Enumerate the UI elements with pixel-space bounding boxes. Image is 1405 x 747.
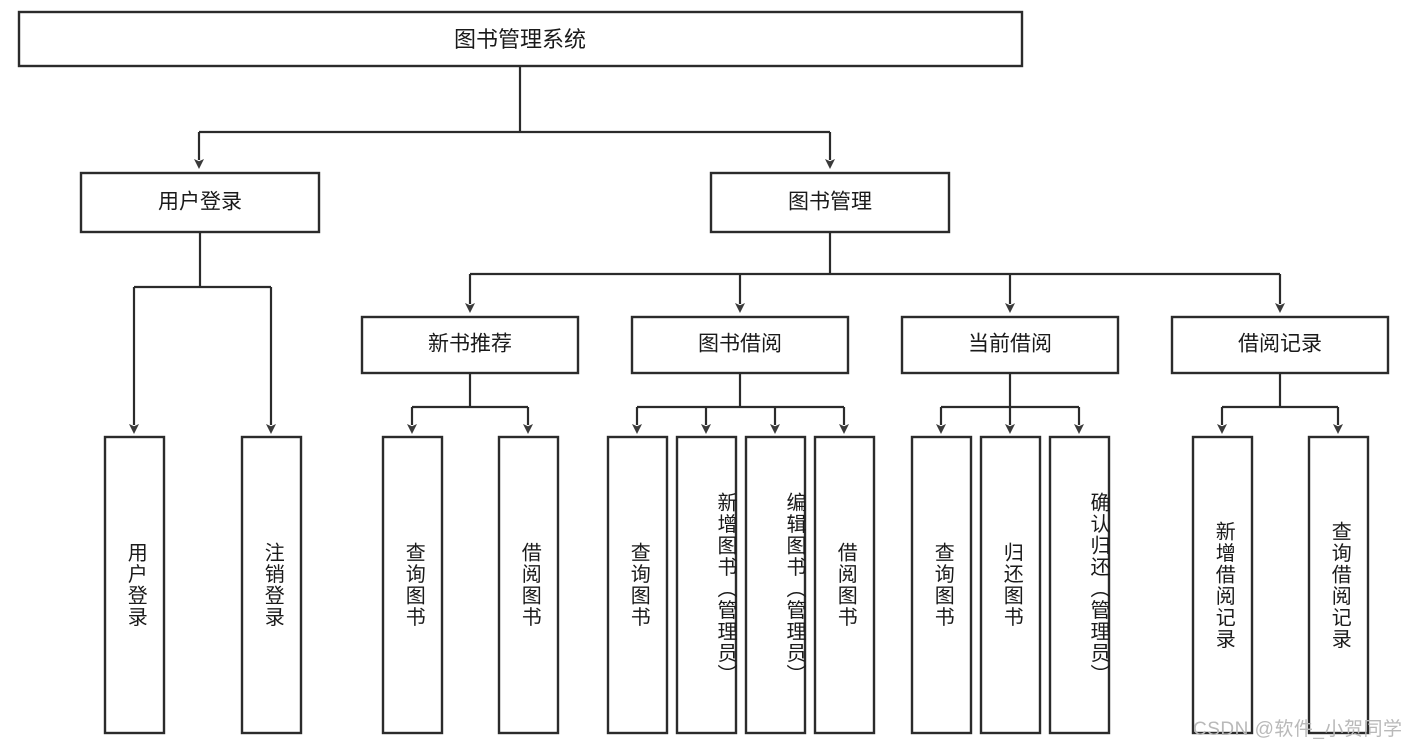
connector-management-to-level3 xyxy=(465,232,1285,313)
node-user-login-label: 用户登录 xyxy=(158,191,242,214)
connector-borrow-to-leaves xyxy=(632,373,849,434)
leaf-box-borrow-book-nb xyxy=(497,435,560,735)
leaf-box-add-book-admin xyxy=(675,435,738,735)
watermark-text: CSDN @软件_小贺同学 xyxy=(1193,719,1403,740)
node-user-login: 用户登录 xyxy=(79,171,321,234)
leaf-box-user-login xyxy=(103,435,166,735)
leaf-box-logout xyxy=(240,435,303,735)
node-current-borrow-label: 当前借阅 xyxy=(968,333,1052,356)
node-root: 图书管理系统 xyxy=(17,10,1024,68)
leaf-box-add-record xyxy=(1191,435,1254,735)
node-borrow-record: 借阅记录 xyxy=(1170,315,1390,375)
node-book-management-label: 图书管理 xyxy=(788,191,872,214)
node-book-management: 图书管理 xyxy=(709,171,951,234)
connector-newbook-to-leaves xyxy=(407,373,533,434)
leaf-box-query-record xyxy=(1307,435,1370,735)
leaf-box-query-book-nb xyxy=(381,435,444,735)
connector-root-to-level2 xyxy=(194,66,835,169)
connector-login-to-leaves xyxy=(129,232,276,434)
leaf-box-borrow-book-bb xyxy=(813,435,876,735)
leaf-box-confirm-return-admin xyxy=(1048,435,1111,735)
leaf-box-return-book xyxy=(979,435,1042,735)
node-book-borrow-label: 图书借阅 xyxy=(698,333,782,356)
node-borrow-record-label: 借阅记录 xyxy=(1238,333,1322,356)
node-book-borrow: 图书借阅 xyxy=(630,315,850,375)
node-new-book-recommend: 新书推荐 xyxy=(360,315,580,375)
node-root-label: 图书管理系统 xyxy=(454,27,586,52)
leaf-box-edit-book-admin xyxy=(744,435,807,735)
leaf-box-query-book-bb xyxy=(606,435,669,735)
node-current-borrow: 当前借阅 xyxy=(900,315,1120,375)
leaf-box-query-book-cb xyxy=(910,435,973,735)
connector-current-to-leaves xyxy=(936,373,1084,434)
connector-record-to-leaves xyxy=(1217,373,1343,434)
node-new-book-recommend-label: 新书推荐 xyxy=(428,333,512,356)
